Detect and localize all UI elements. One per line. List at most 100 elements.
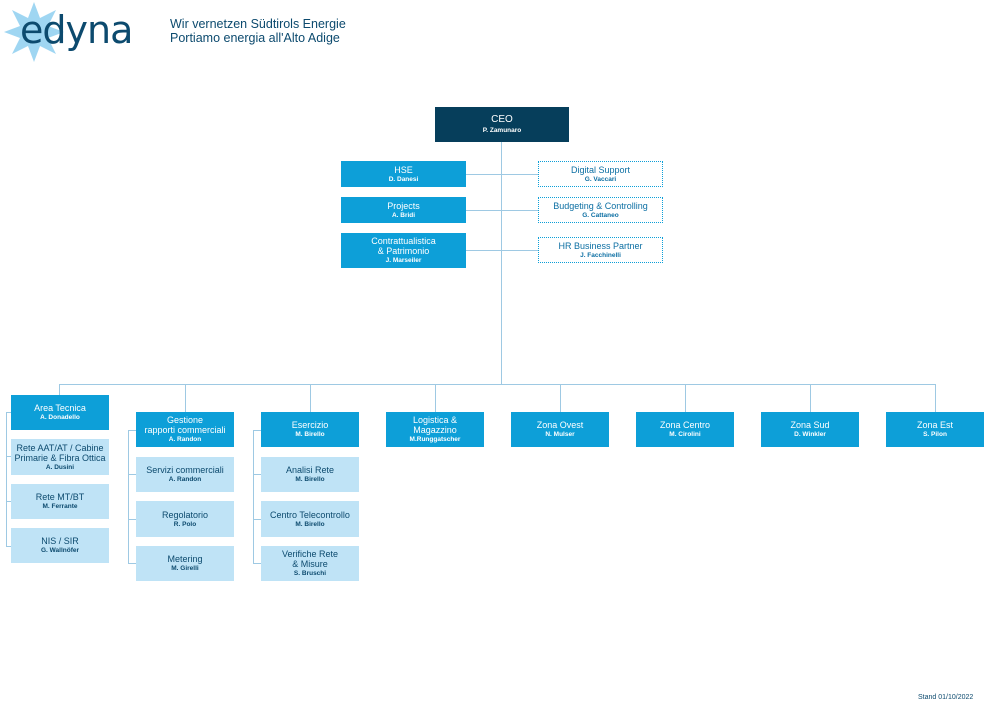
subunit-box-analisi-rete: Analisi Rete M. Birello xyxy=(261,457,359,492)
connector-sub-col-3 xyxy=(253,430,254,564)
connector-sub-col-2 xyxy=(128,430,129,564)
connector-sub-col-2-c xyxy=(128,519,136,520)
ceo-person: P. Zamunaro xyxy=(482,127,522,134)
division-box-gestione: Gestione rapporti commerciali A. Randon xyxy=(136,412,234,447)
division-title: Zona Centro xyxy=(659,420,711,430)
division-person: M. Birello xyxy=(295,431,325,438)
subunit-title: Centro Telecontrollo xyxy=(270,509,350,520)
division-box-zona-ovest: Zona Ovest N. Mulser xyxy=(511,412,609,447)
division-box-zona-sud: Zona Sud D. Winkler xyxy=(761,412,859,447)
tagline-it: Portiamo energia all'Alto Adige xyxy=(170,31,340,45)
subunit-box-servizi-commerciali: Servizi commerciali A. Randon xyxy=(136,457,234,492)
edyna-logo: edyna xyxy=(4,0,154,64)
subunit-box-rete-aat: Rete AAT/AT / Cabine Primarie & Fibra Ot… xyxy=(11,439,109,475)
division-person: D. Winkler xyxy=(794,431,826,438)
connector-sub-col-1 xyxy=(6,412,7,546)
subunit-box-nis-sir: NIS / SIR G. Wallnöfer xyxy=(11,528,109,563)
ceo-title: CEO xyxy=(491,114,513,125)
subunit-title: Metering xyxy=(167,554,203,564)
division-title: Esercizio xyxy=(291,420,329,430)
connector-staff-1 xyxy=(466,174,538,175)
connector-sub-col-3-a xyxy=(253,430,261,431)
connector-sub-col-3-d xyxy=(253,563,261,564)
division-box-zona-centro: Zona Centro M. Cirolini xyxy=(636,412,734,447)
division-box-zona-est: Zona Est S. Pilon xyxy=(886,412,984,447)
connector-staff-2 xyxy=(466,210,538,211)
staff-title: HSE xyxy=(394,164,413,175)
staff-box-hse: HSE D. Danesi xyxy=(341,161,466,187)
subunit-person: A. Randon xyxy=(168,476,202,483)
support-title: Digital Support xyxy=(570,164,631,175)
connector-sub-col-2-a xyxy=(128,430,136,431)
staff-box-projects: Projects A. Bridi xyxy=(341,197,466,223)
connector-div-8 xyxy=(935,384,936,412)
subunit-person: A. Dusini xyxy=(45,463,75,471)
subunit-person: S. Bruschi xyxy=(293,570,327,577)
connector-staff-3 xyxy=(466,250,538,251)
subunit-title: Rete MT/BT xyxy=(35,492,85,502)
subunit-person: G. Wallnöfer xyxy=(40,547,80,554)
division-person: M.Runggatscher xyxy=(409,436,461,443)
subunit-person: M. Ferrante xyxy=(42,503,78,510)
subunit-title: Analisi Rete xyxy=(285,465,335,475)
subunit-title: Rete AAT/AT / Cabine Primarie & Fibra Ot… xyxy=(14,442,106,463)
staff-person: J. Marseiler xyxy=(385,257,422,264)
connector-sub-col-3-b xyxy=(253,474,261,475)
subunit-title: Servizi commerciali xyxy=(146,465,224,475)
subunit-box-regolatorio: Regolatorio R. Polo xyxy=(136,501,234,537)
division-title: Gestione rapporti commerciali xyxy=(144,415,226,435)
subunit-person: M. Birello xyxy=(295,476,325,483)
subunit-box-metering: Metering M. Girelli xyxy=(136,546,234,581)
support-title: Budgeting & Controlling xyxy=(553,200,648,211)
staff-box-contrattualistica: Contrattualistica & Patrimonio J. Marsei… xyxy=(341,233,466,268)
division-box-area-tecnica: Area Tecnica A. Donadello xyxy=(11,395,109,430)
connector-sub-col-1-b xyxy=(6,456,11,457)
division-person: S. Pilon xyxy=(923,431,947,438)
subunit-title: Verifiche Rete & Misure xyxy=(281,549,339,569)
connector-div-5 xyxy=(560,384,561,412)
connector-divisions-bus xyxy=(59,384,936,385)
division-box-esercizio: Esercizio M. Birello xyxy=(261,412,359,447)
division-title: Logistica & Magazzino xyxy=(412,415,458,435)
connector-sub-col-2-d xyxy=(128,563,136,564)
subunit-person: R. Polo xyxy=(173,520,197,528)
division-person: M. Cirolini xyxy=(669,431,701,438)
division-box-logistica: Logistica & Magazzino M.Runggatscher xyxy=(386,412,484,447)
connector-div-7 xyxy=(810,384,811,412)
division-person: A. Randon xyxy=(168,436,202,443)
tagline-de: Wir vernetzen Südtirols Energie xyxy=(170,17,346,31)
connector-div-2 xyxy=(185,384,186,412)
division-person: N. Mulser xyxy=(545,431,575,438)
staff-person: A. Bridi xyxy=(391,211,416,219)
subunit-box-centro-telecontrollo: Centro Telecontrollo M. Birello xyxy=(261,501,359,537)
connector-ceo-trunk xyxy=(501,142,502,384)
connector-sub-col-1-a xyxy=(6,412,11,413)
support-person: G. Vaccari xyxy=(584,175,617,183)
subunit-box-verifiche-rete: Verifiche Rete & Misure S. Bruschi xyxy=(261,546,359,581)
connector-div-1 xyxy=(59,384,60,395)
tagline: Wir vernetzen Südtirols Energie Portiamo… xyxy=(170,17,346,45)
division-title: Zona Est xyxy=(916,420,954,430)
brand-name: edyna xyxy=(20,8,133,52)
subunit-title: Regolatorio xyxy=(161,509,209,520)
connector-div-6 xyxy=(685,384,686,412)
subunit-person: M. Girelli xyxy=(171,565,199,572)
support-person: G. Cattaneo xyxy=(582,211,619,219)
staff-title: Projects xyxy=(387,200,420,211)
subunit-person: M. Birello xyxy=(295,520,325,528)
division-title: Zona Ovest xyxy=(536,420,584,430)
support-box-digital: Digital Support G. Vaccari xyxy=(538,161,663,187)
division-title: Zona Sud xyxy=(790,420,830,430)
division-person: A. Donadello xyxy=(40,414,80,421)
connector-sub-col-3-c xyxy=(253,519,261,520)
support-box-hr: HR Business Partner J. Facchinelli xyxy=(538,237,663,263)
division-title: Area Tecnica xyxy=(34,403,86,413)
subunit-title: NIS / SIR xyxy=(41,536,79,546)
support-box-budgeting: Budgeting & Controlling G. Cattaneo xyxy=(538,197,663,223)
connector-sub-col-2-b xyxy=(128,474,136,475)
connector-sub-col-1-d xyxy=(6,546,11,547)
connector-div-4 xyxy=(435,384,436,412)
stand-date: Stand 01/10/2022 xyxy=(918,694,974,701)
subunit-box-rete-mtbt: Rete MT/BT M. Ferrante xyxy=(11,484,109,519)
support-title: HR Business Partner xyxy=(558,240,643,251)
